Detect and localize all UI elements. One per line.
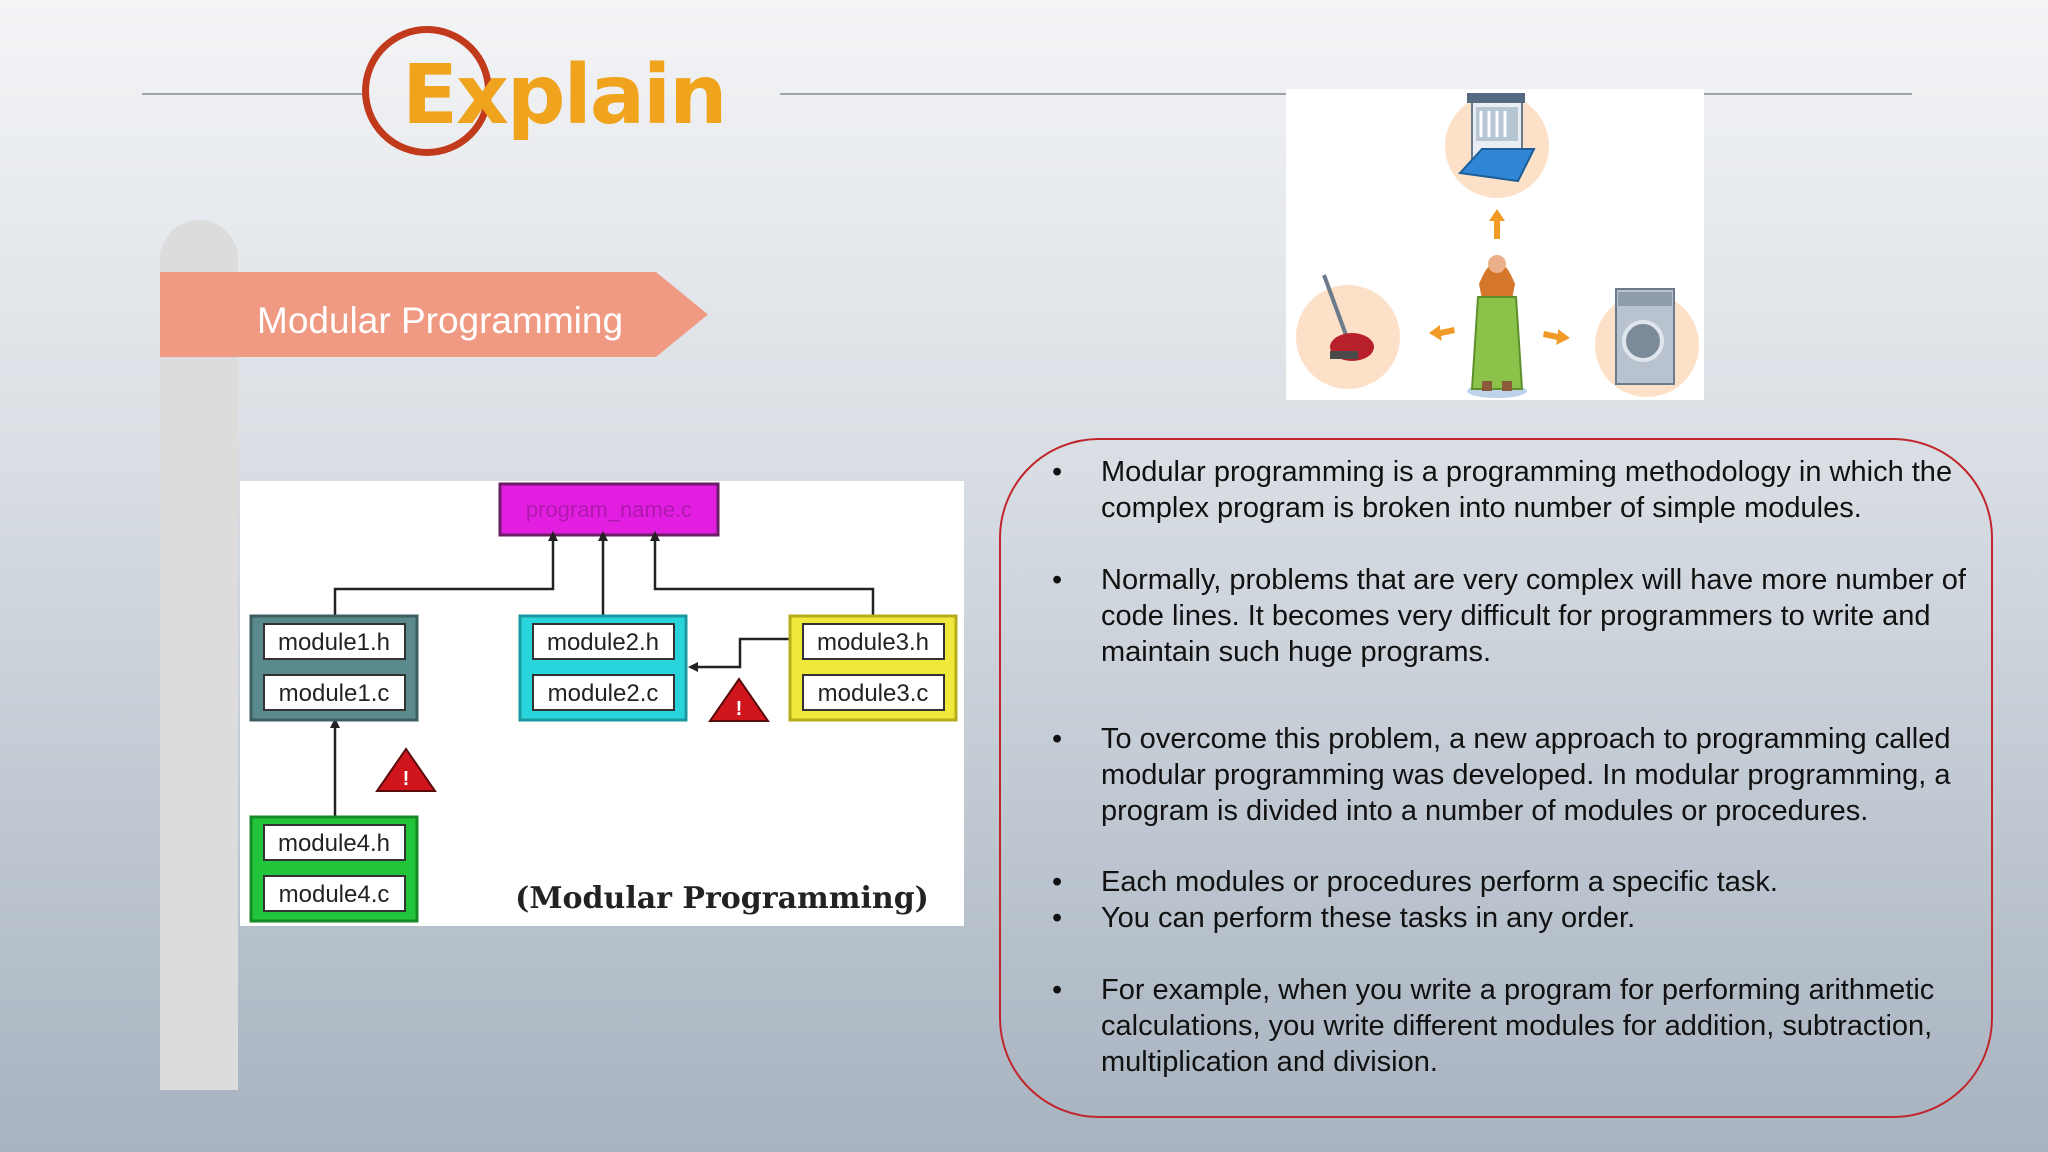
section-banner-label: Modular Programming	[257, 300, 624, 341]
svg-text:!: !	[736, 698, 743, 720]
module-1-header-label: module1.h	[278, 629, 390, 656]
bullet-icon: •	[1052, 456, 1063, 488]
washing-machine-icon	[1595, 288, 1699, 397]
vacuum-cleaner-icon	[1296, 274, 1400, 389]
dishwasher-icon	[1445, 93, 1549, 198]
content-text-box	[999, 438, 1993, 1118]
bullet-icon: •	[1052, 974, 1063, 1006]
bullet-item: • Each modules or procedures perform a s…	[1040, 864, 1980, 900]
bullet-icon: •	[1052, 902, 1063, 934]
modular-programming-diagram: program_name.c module1.h module1.c modul…	[240, 481, 964, 926]
bullet-item: • Modular programming is a programming m…	[1040, 454, 1980, 526]
bullet-item: • You can perform these tasks in any ord…	[1040, 900, 1980, 936]
module-1-group: module1.h module1.c	[249, 614, 419, 722]
bullet-item: • Normally, problems that are very compl…	[1040, 562, 1980, 670]
program-file-box: program_name.c	[498, 482, 720, 537]
dependency-arrows	[330, 531, 875, 819]
module-2-source-label: module2.c	[548, 680, 659, 707]
warning-triangle-icon: !	[708, 677, 770, 722]
bullet-icon: •	[1052, 564, 1063, 596]
bullet-icon: •	[1052, 866, 1063, 898]
module-3-source-label: module3.c	[818, 680, 929, 707]
woman-figure-icon	[1467, 255, 1527, 398]
bullet-icon: •	[1052, 723, 1063, 755]
bullet-list: • Modular programming is a programming m…	[1040, 454, 1980, 1080]
module-2-group: module2.h module2.c	[518, 614, 688, 722]
bullet-item: • For example, when you write a program …	[1040, 972, 1980, 1080]
slide-title: Explain	[402, 48, 728, 143]
diagram-caption: (Modular Programming)	[515, 881, 929, 916]
bullet-text: Modular programming is a programming met…	[1101, 456, 1953, 524]
module-3-header-label: module3.h	[817, 629, 929, 656]
bullet-text: You can perform these tasks in any order…	[1101, 902, 1636, 934]
module-4-header-label: module4.h	[278, 830, 390, 857]
module-3-group: module3.h module3.c	[788, 614, 958, 722]
section-banner	[160, 272, 708, 357]
bullet-text: To overcome this problem, a new approach…	[1101, 723, 1951, 827]
bullet-text: For example, when you write a program fo…	[1101, 974, 1935, 1078]
module-4-group: module4.h module4.c	[249, 815, 419, 923]
household-tasks-illustration	[1286, 89, 1704, 400]
left-rail-decoration	[160, 220, 238, 1090]
module-1-source-label: module1.c	[279, 680, 390, 707]
warning-triangle-icon: !	[375, 747, 437, 792]
bullet-text: Normally, problems that are very complex…	[1101, 564, 1966, 668]
bullet-text: Each modules or procedures perform a spe…	[1101, 866, 1778, 898]
module-4-source-label: module4.c	[279, 881, 390, 908]
svg-text:!: !	[403, 768, 410, 790]
arrow-icon	[1429, 209, 1570, 345]
program-file-label: program_name.c	[526, 497, 692, 522]
module-2-header-label: module2.h	[547, 629, 659, 656]
title-circle-decoration	[362, 26, 492, 156]
header-rule-left	[142, 93, 362, 95]
bullet-item: • To overcome this problem, a new approa…	[1040, 721, 1980, 829]
